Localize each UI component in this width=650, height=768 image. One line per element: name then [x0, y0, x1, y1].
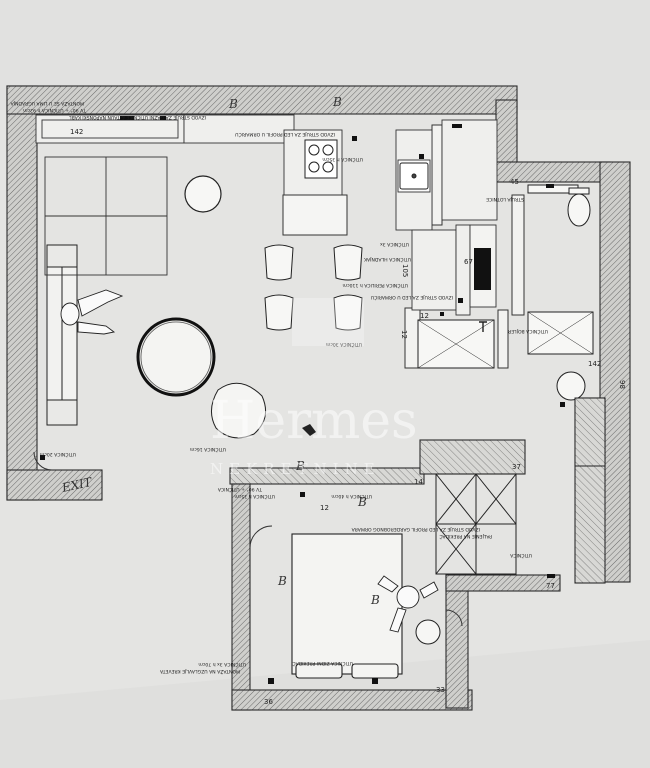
- kitchen-island: [282, 194, 348, 236]
- plan-notes: MONTAŽA SE U LIMA UGRADNJA TV 90° + UTIČ…: [10, 100, 548, 676]
- note-ward2: PALJENJE NA PREKIDAČ: [439, 533, 492, 540]
- sofa: [46, 244, 78, 426]
- person-sofa-figure: [60, 289, 124, 335]
- bathroom-fixtures: [417, 184, 594, 369]
- b-mark: B: [332, 95, 342, 109]
- exit-mark: EXIT: [60, 475, 94, 495]
- b-mark: B: [295, 459, 305, 473]
- arrow-mark: [302, 424, 316, 436]
- dim-45: 45: [510, 178, 519, 186]
- note-dvod-ormar: IZVOD STRUJE ZA LED U ORMARIĆU: [371, 294, 453, 301]
- note-tv-top: TV 90° + UTIČNICA h 92cm: [23, 107, 87, 114]
- note-small-sock: UTIČNICA: [509, 552, 532, 559]
- hallway-radiator: [574, 397, 606, 467]
- dim-142-mid: 142: [588, 360, 601, 368]
- dim-77: 77: [546, 582, 555, 590]
- note-str-lotnice: STRUJA LOTNICE: [486, 196, 524, 202]
- dim-37: 37: [512, 463, 521, 471]
- note-bed-sock2: UTIČNICA h 40cm: [331, 493, 372, 500]
- dim-14: 14: [414, 478, 423, 486]
- watermark: Hermes NEKRETNINE: [210, 298, 418, 478]
- note-bojler: UTIČNICA BOJLER: [507, 328, 548, 335]
- note-dvod-hladnjak: IZVOD STRUJE ZA LED PROFIL U ORMARIĆU: [235, 131, 335, 138]
- dining-chairs: [264, 244, 363, 331]
- dim-12-bed: 12: [320, 504, 329, 512]
- note-perilica: UTIČNICA PERILICA h 110cm: [342, 282, 408, 289]
- note-bed-tv: TV 90° + UTIČNICA: [217, 486, 263, 493]
- sink-icon: [399, 162, 429, 190]
- b-mark: B: [357, 495, 367, 509]
- note-living-socket: UTIČNICA 20cm: [39, 451, 76, 458]
- dim-98: 98: [618, 380, 626, 389]
- bed: [291, 533, 403, 679]
- person-bed-figure: [377, 575, 439, 633]
- outlet-symbols: [40, 116, 565, 684]
- dim-67: 67: [464, 258, 473, 266]
- dim-105: 105: [401, 264, 409, 277]
- armchair: [211, 382, 267, 439]
- note-sp-label: UTIČNICA 30cm: [325, 341, 362, 348]
- boiler-icon: [556, 371, 586, 401]
- hand-annotations: B B B B B B EXIT: [60, 95, 380, 607]
- door-swings: [33, 451, 463, 627]
- dim-12-b: 12: [420, 312, 429, 320]
- note-kitchen-montage: MONTAŽA SE U LIMA UGRADNJA: [10, 100, 84, 108]
- note-dvod-vode-top: IZVOD STRUJE ZA GAZNI UTIČNICE & TAUN NA…: [69, 114, 206, 121]
- rug: [44, 156, 168, 276]
- note-living-socket2: UTIČNICA 16cm: [189, 446, 226, 453]
- cooktop-icon: [304, 139, 338, 179]
- dim-142-top: 142: [70, 128, 83, 136]
- watermark-tagline: NEKRETNINE: [210, 460, 381, 478]
- coffee-table: [136, 317, 216, 397]
- watermark-brand: Hermes: [210, 391, 418, 451]
- note-kitchen-socket2: UTIČNICA 3x: [380, 241, 409, 248]
- dim-33: 33: [436, 686, 445, 694]
- nightstand-lamp: [415, 619, 441, 645]
- note-bed-left: UTIČNICA 3x h 70cm: [198, 661, 246, 668]
- b-mark: B: [277, 574, 287, 588]
- wardrobe: [435, 473, 517, 575]
- note-bed-front: UTIČNICA ZIDNI PREKIDAČ: [292, 660, 353, 667]
- note-bed-sock: UTIČNICA h 35cm: [234, 493, 275, 500]
- note-ward: IZVOD STRUJE ZA LED PROFIL GARDEROBNOG O…: [351, 526, 480, 532]
- round-side-table: [184, 175, 222, 213]
- dim-12-a: 12: [400, 330, 408, 339]
- t-mark: [479, 321, 487, 332]
- dim-36: 36: [264, 698, 273, 706]
- b-mark: B: [228, 97, 238, 111]
- dimension-numbers: 142 45 12 105 67 142 98 12 14 37 77 33 3…: [70, 128, 626, 706]
- b-mark: B: [370, 593, 380, 607]
- note-bed-left2: MONTAŽA NA UZGLAVLJE KREVETA: [159, 668, 240, 676]
- note-kitchen-socket: UTIČNICA h 35cm: [322, 156, 363, 163]
- fridge-icon: [469, 224, 497, 308]
- note-hladnjak: UTIČNICA HLADNJAK: [363, 256, 411, 263]
